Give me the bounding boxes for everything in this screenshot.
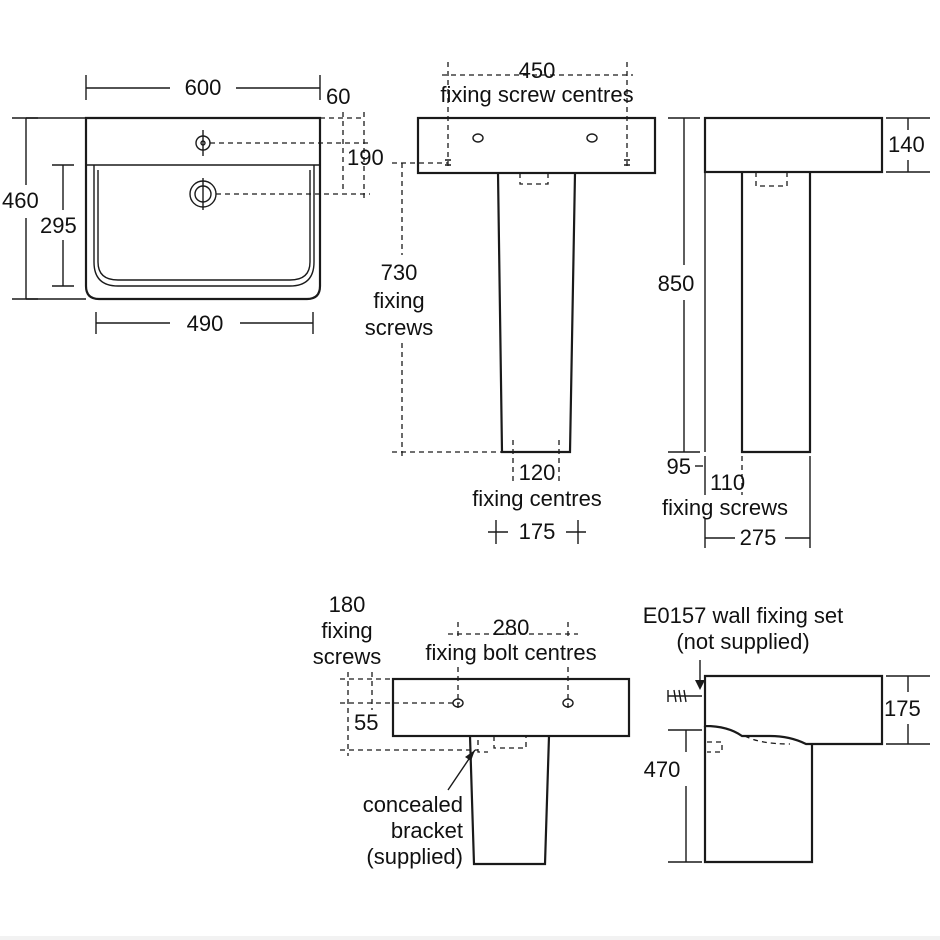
bowl-depth-dim: 295 <box>40 213 77 238</box>
screw-height-label-2: screws <box>365 315 433 340</box>
pedestal-side-view: 140 850 95 110 fixing screws 275 <box>653 116 930 550</box>
side-screws-label: fixing screws <box>662 495 788 520</box>
semi-pedestal-hidden <box>493 736 527 749</box>
tap-depth-dim: 190 <box>347 145 384 170</box>
screw-centres-label: fixing screw centres <box>440 82 633 107</box>
pedestal-side-outline <box>740 172 812 454</box>
bracket-label-1: concealed <box>363 792 463 817</box>
screw-height-label-1: fixing <box>373 288 424 313</box>
base-width-dim: 175 <box>519 519 556 544</box>
basin-plan-view: 600 60 190 460 295 490 <box>2 75 384 336</box>
wall-bolt-thread-icon <box>673 689 687 703</box>
fixing-screw-icon <box>472 133 484 143</box>
rim-height-dim: 140 <box>888 132 925 157</box>
pedestal-outline <box>496 172 577 454</box>
screw-height-dim: 730 <box>381 260 418 285</box>
semi-basin-side-outline <box>703 674 884 746</box>
tap-offset-dim: 60 <box>326 84 350 109</box>
screw-centres-dim: 450 <box>519 58 556 83</box>
semi-side-hidden <box>744 735 791 745</box>
bracket-hidden <box>477 740 488 753</box>
bolt-centres-label: fixing bolt centres <box>425 640 596 665</box>
floor-centres-dim: 120 <box>519 460 556 485</box>
fixing-set-label-1: E0157 wall fixing set <box>643 603 844 628</box>
bracket-label-2: bracket <box>391 818 463 843</box>
bracket-label-3: (supplied) <box>366 844 463 869</box>
basin-side-outline <box>703 116 884 174</box>
semi-height-dim: 470 <box>644 757 681 782</box>
basin-front-outline <box>416 116 657 175</box>
pedestal-side-hidden <box>755 172 788 187</box>
basin-outline <box>84 116 322 301</box>
bottom-strip <box>0 936 940 940</box>
pedestal-front-view: 450 fixing screw centres 730 fixing scre… <box>358 58 657 544</box>
basin-bowl-outer <box>93 165 315 287</box>
semi-pedestal-side-view: E0157 wall fixing set (not supplied) 470… <box>643 603 930 864</box>
screw-drop-dim: 55 <box>354 710 378 735</box>
bowl-width-dim: 490 <box>187 311 224 336</box>
semi-pedestal-outline <box>468 735 551 866</box>
screw-mark <box>624 159 630 166</box>
pedestal-top-hidden <box>519 173 549 185</box>
semi-rim-height-dim: 175 <box>884 696 921 721</box>
label-backdrop <box>653 495 799 519</box>
fixing-screw-icon <box>586 133 598 143</box>
projection-dim: 275 <box>740 525 777 550</box>
bolt-centres-dim: 280 <box>493 615 530 640</box>
semi-basin-front-outline <box>391 677 631 738</box>
wall-offset-dim: 95 <box>667 454 691 479</box>
semi-screws-label-1: fixing <box>321 618 372 643</box>
bracket-arrow-icon <box>465 750 475 761</box>
basin-bowl-inner <box>97 170 311 281</box>
bracket-side-hidden <box>707 741 723 753</box>
semi-pedestal-side-outline <box>703 726 814 864</box>
label-backdrop <box>410 639 614 663</box>
fixing-set-label-2: (not supplied) <box>676 629 809 654</box>
basin-depth-dim: 460 <box>2 188 39 213</box>
total-height-dim: 850 <box>658 271 695 296</box>
screw-mark <box>445 159 451 166</box>
screw-offset-dim: 110 <box>710 470 745 495</box>
label-backdrop <box>358 255 444 341</box>
basin-width-dim: 600 <box>185 75 222 100</box>
fixing-set-arrow-icon <box>695 680 705 690</box>
floor-centres-label: fixing centres <box>472 486 602 511</box>
semi-screws-label-2: screws <box>313 644 381 669</box>
semi-pedestal-front-view: 280 fixing bolt centres 180 fixing screw… <box>313 592 631 869</box>
semi-screws-dim: 180 <box>329 592 366 617</box>
